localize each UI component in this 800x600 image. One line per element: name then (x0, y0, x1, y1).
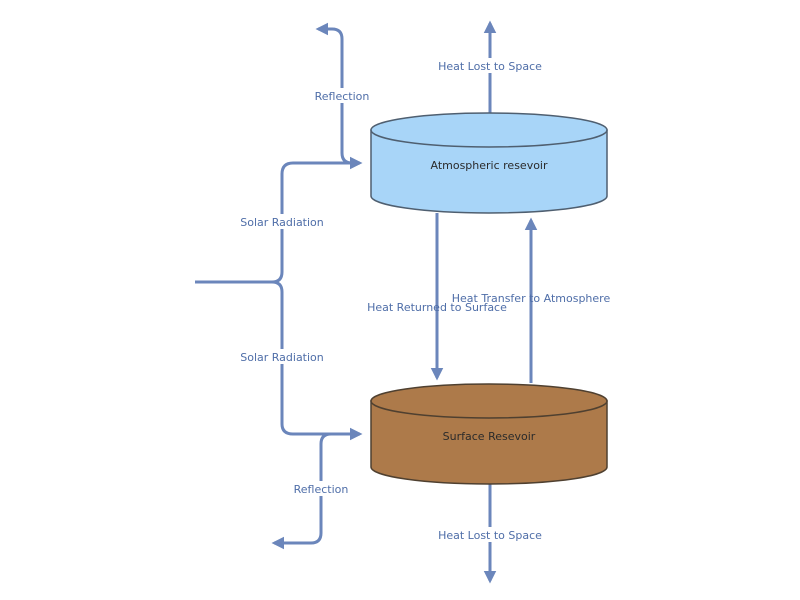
heat-transfer-label: Heat Transfer to Atmosphere (452, 292, 611, 305)
surface-body (370, 400, 608, 485)
atmosphere-body (370, 129, 608, 214)
atmosphere-label: Atmospheric resevoir (430, 159, 548, 172)
atmosphere-reservoir: Atmospheric resevoir (370, 112, 608, 214)
surface-reservoir: Surface Resevoir (370, 383, 608, 485)
solar-radiation-bottom-label: Solar Radiation (240, 351, 324, 364)
heat-lost-bottom-label: Heat Lost to Space (438, 529, 542, 542)
surface-label: Surface Resevoir (443, 430, 536, 443)
surface-top (370, 383, 608, 419)
reflection-top-label: Reflection (315, 90, 370, 103)
heat-returned-label: Heat Returned to Surface (367, 301, 507, 314)
solar-lower-branch (271, 280, 363, 441)
reflection-bottom-label: Reflection (294, 483, 349, 496)
heat-lost-top-label: Heat Lost to Space (438, 60, 542, 73)
atmosphere-top (370, 112, 608, 148)
solar-radiation-top-label: Solar Radiation (240, 216, 324, 229)
